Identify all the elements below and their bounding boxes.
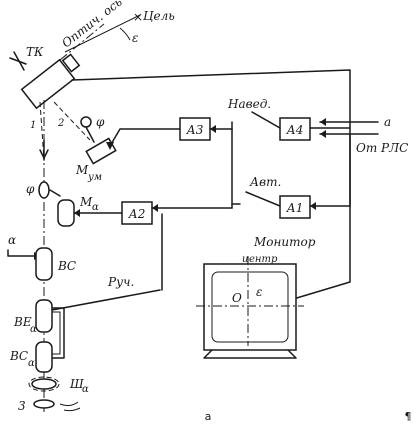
a4-box [279,117,311,141]
epsilon-arc [119,27,131,41]
monitor-center-label: центр [242,254,278,265]
bus-to-a1-arrow [310,202,316,210]
camera-mount-tick [13,51,25,71]
hand-icon [59,401,81,412]
monitor-frame [203,263,297,351]
epsilon-label: ε [132,31,138,45]
block-a1: А1 [279,195,311,219]
ruch-label: Руч. [107,275,134,289]
monitor-eps-label: ε [256,285,262,299]
a4-label: А4 [286,123,304,137]
in-rls-arrow [320,130,326,138]
figure-caption: а [205,410,212,423]
ray-2-label: 2 [57,118,64,129]
camera-mount-left [9,57,27,65]
camera-lens [61,53,81,73]
phi-gear-shaft: φ [26,181,61,199]
m-alpha-body [57,199,75,227]
block-a3: А3 [179,117,211,141]
avt-switch-blade [245,191,281,207]
ray-2 [53,101,91,141]
sh-label: Ш [69,377,84,391]
three-label: 3 [18,399,26,413]
ruch-switch-blade [51,289,161,311]
in-a-arrow [320,118,326,126]
optic-axis-line [59,23,105,61]
sh-gear-teeth [28,376,60,392]
monitor: Монитор центр О ε [196,235,316,359]
shaft-arrow [39,149,49,159]
sh-gear [31,378,57,390]
target-cross: × [133,10,143,24]
naved-switch-blade [251,111,281,129]
a2-label: А2 [128,207,146,221]
avt-label: Авт. [249,175,281,189]
um-shaft [85,126,95,143]
phi-label-shaft: φ [26,182,35,196]
a3-to-um-arrow [106,142,114,150]
ve-label: ВЕ [13,315,32,329]
ve-sub: α [30,324,37,335]
block-a2: А2 [121,201,153,225]
camera-body [20,58,76,110]
m-alpha-sub: α [92,202,99,213]
tv-camera: ТК [9,45,81,110]
tk-label: ТК [26,45,44,59]
handwheel [33,399,55,409]
naved-label: Навед. [227,97,271,111]
bus-to-a2-arrow [152,204,158,212]
vs2-label: ВС [9,349,28,363]
bus-to-a3-arrow [210,125,216,133]
m-um-label: М [75,163,89,177]
sh-sub: α [82,384,89,395]
optic-axis-label: Оптич. ось [59,0,125,50]
monitor-stand [203,349,297,359]
phi-gear-top [80,116,92,128]
vs2-block [35,341,53,373]
monitor-o-label: О [232,291,242,305]
target-label: Цель [143,9,175,23]
page-mark: ¶ [405,410,412,423]
phi-link [49,189,61,197]
alpha-input-line [7,249,35,257]
phi-label-top: φ [96,115,105,129]
optic-axis-group: ε Цель × Оптич. ось [59,0,175,61]
ve-link-inner [52,311,61,355]
a1-label: А1 [286,201,304,215]
vs-block [35,247,53,281]
phi-gear-shape [38,181,50,199]
m-um-sub: ум [87,172,102,183]
monitor-screen [211,271,289,343]
a1-box [279,195,311,219]
vs2-sub: α [28,358,35,369]
ray-1-label: 1 [30,120,36,131]
motor-alpha: М α [57,195,99,227]
target-line [64,14,141,53]
block-a4: А4 [279,117,311,141]
input-rls-label: От РЛС [356,141,408,155]
monitor-title: Монитор [253,235,316,249]
a3-label: А3 [186,123,204,137]
vs-label: ВС [57,259,76,273]
m-alpha-label: М [79,195,93,209]
alpha-input-label: α [8,233,16,247]
a3-to-um [109,128,181,147]
ve-block [35,299,53,333]
ve-link [51,307,65,359]
input-a-label: а [384,115,391,129]
a2-to-malpha-arrow [74,209,80,217]
